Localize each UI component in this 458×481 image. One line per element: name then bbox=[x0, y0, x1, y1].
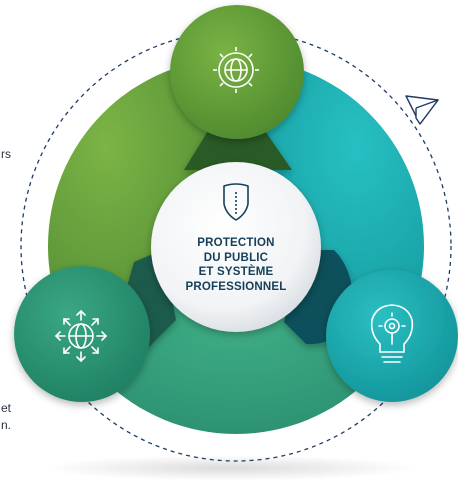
center-line-4: PROFESSIONNEL bbox=[185, 280, 287, 293]
lightbulb-gear-icon bbox=[370, 304, 414, 363]
left-text-fragment-top: rs bbox=[1, 147, 11, 161]
globe-arrows-icon bbox=[54, 309, 108, 363]
left-text-fragment-line2: n. bbox=[1, 418, 12, 432]
shield-icon bbox=[223, 183, 249, 221]
orbit-ring bbox=[20, 30, 452, 462]
node-top bbox=[170, 5, 304, 139]
center-line-2: DU PUBLIC bbox=[203, 251, 269, 264]
node-left bbox=[14, 266, 150, 402]
left-text-fragment-bottom: et n. bbox=[1, 400, 11, 434]
center-line-3: ET SYSTÈME bbox=[198, 266, 274, 278]
center-line-1: PROTECTION bbox=[197, 237, 275, 249]
left-text-fragment-line1: et bbox=[1, 401, 12, 415]
paper-plane-icon bbox=[405, 95, 439, 125]
gear-globe-icon bbox=[213, 47, 259, 93]
center-label: PROTECTION DU PUBLIC ET SYSTÈME PROFESSI… bbox=[168, 236, 304, 294]
center-disc bbox=[151, 162, 321, 332]
connector-top bbox=[184, 109, 292, 170]
